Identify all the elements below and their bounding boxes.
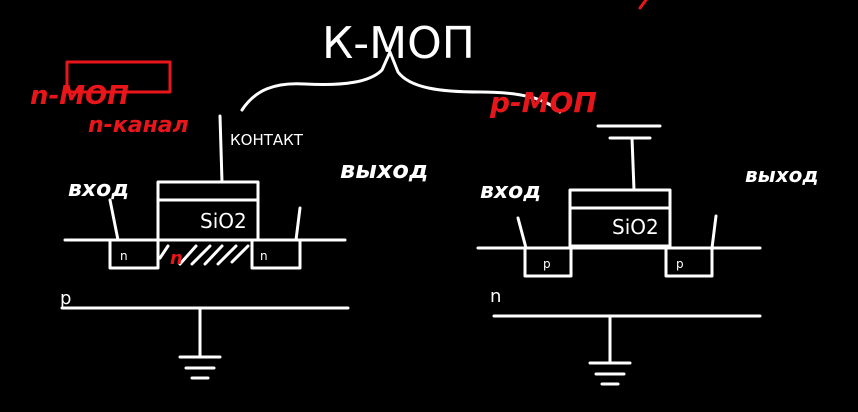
- pmos-output-label: выход: [745, 163, 819, 187]
- pmos-output-lead: [710, 214, 718, 250]
- nmos-drain-label: n: [260, 249, 268, 263]
- title-brace: [240, 50, 562, 114]
- nmos-label: n-МОП: [30, 81, 129, 111]
- pmos-oxide-label: SiO2: [612, 215, 659, 239]
- nmos-label-box: [65, 60, 172, 94]
- nmos-output-lead: [294, 206, 302, 242]
- corner-mark: [638, 0, 648, 10]
- nmos-channel-mark: n: [170, 248, 183, 269]
- pmos-source-region: [523, 246, 573, 278]
- nmos-substrate-label: p: [60, 288, 71, 309]
- nmos-channel: [158, 244, 250, 266]
- pmos-input-label: вход: [480, 179, 541, 204]
- pmos-input-lead: [516, 216, 528, 250]
- nmos-oxide-label: SiO2: [200, 209, 247, 233]
- nmos-gate: [156, 180, 260, 202]
- nmos-note: n-канал: [88, 113, 189, 138]
- pmos-label: p-МОП: [489, 86, 597, 119]
- nmos-ground-icon: [178, 306, 222, 380]
- pmos-ground-icon: [588, 314, 632, 386]
- nmos-input-label: вход: [68, 177, 129, 202]
- contact-label: КОНТАКТ: [230, 131, 304, 149]
- nmos-output-label: выход: [340, 156, 428, 184]
- pmos-source-label: p: [543, 257, 551, 271]
- pmos-supply-icon: [596, 124, 662, 192]
- nmos-drain-region: [250, 238, 302, 270]
- contact-wire: [218, 114, 224, 184]
- pmos-gate: [568, 188, 672, 210]
- nmos-input-lead: [108, 198, 120, 242]
- nmos-source-region: [108, 238, 160, 270]
- pmos-drain-label: p: [676, 257, 684, 271]
- pmos-oxide: [568, 206, 672, 248]
- pmos-substrate-label: n: [490, 286, 501, 307]
- pmos-drain-region: [664, 246, 714, 278]
- nmos-source-label: n: [120, 249, 128, 263]
- diagram-title: К-МОП: [322, 18, 475, 69]
